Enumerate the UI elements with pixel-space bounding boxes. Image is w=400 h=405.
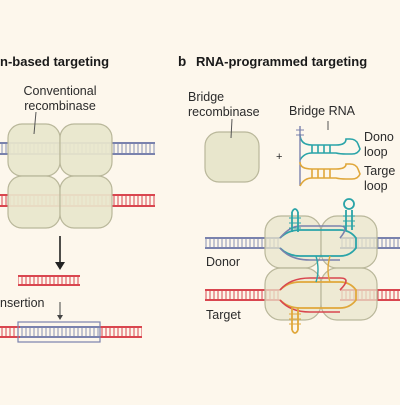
donor-loop-line2: loop: [364, 145, 388, 159]
recombinase-pointer: [33, 111, 37, 135]
target-label: Target: [206, 308, 241, 322]
plus-sign: +: [276, 151, 283, 163]
target-loop-graphic: [299, 161, 361, 187]
panel-b-letter: b: [178, 54, 187, 69]
reaction-arrow: [55, 236, 65, 270]
bridge-recombinase-line2: recombinase: [188, 105, 260, 119]
bridge-recombinase: [204, 131, 260, 183]
target-loop-line1: Targe: [364, 164, 396, 178]
donor-loop-graphic: [299, 133, 361, 161]
bridge-rna-label: Bridge RNA: [289, 104, 355, 118]
donor-loop-line1: Dono: [364, 130, 394, 144]
insertion-pointer: [57, 302, 63, 320]
donor-label: Donor: [206, 255, 241, 269]
bridge-recombinase-tetramer: [264, 215, 378, 321]
conventional-label-line2: recombinase: [24, 99, 96, 113]
bridge-recombinase-pointer: [230, 118, 233, 139]
conventional-recombinase: [7, 123, 113, 229]
conventional-label-line1: Conventional: [23, 84, 97, 98]
target-loop-line2: loop: [364, 179, 388, 193]
conventional-recombinase-label: Conventional recombinase: [10, 84, 110, 114]
bridge-recombinase-label: Bridge recombinase: [188, 90, 260, 120]
panel-a-title: n-based targeting: [0, 54, 110, 69]
bridge-recombinase-line1: Bridge: [188, 90, 225, 104]
panel-a-inserted-dna: [0, 321, 142, 343]
panel-a-product-fragment: [18, 275, 80, 286]
target-loop-label: Targe loop: [364, 164, 395, 194]
bridge-rna-complex: [279, 198, 357, 334]
panel-b-title: RNA-programmed targeting: [196, 54, 368, 69]
bridge-rna: [296, 121, 361, 187]
insertion-label: nsertion: [0, 296, 45, 310]
donor-loop-label: Dono loop: [364, 130, 394, 160]
